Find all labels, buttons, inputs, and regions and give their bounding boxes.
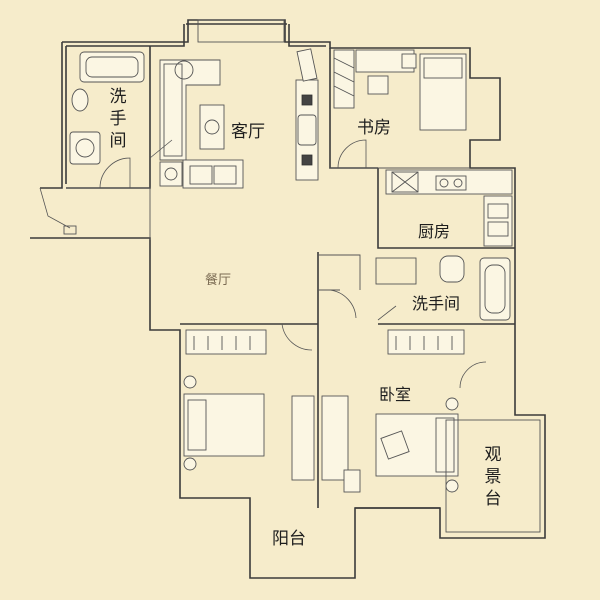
room-label-viewing-terrace: 观景台 — [484, 445, 502, 509]
bedroom-1-furniture — [183, 323, 315, 481]
outer-walls — [30, 19, 546, 579]
bathroom-2-fixtures — [318, 254, 511, 321]
interior-walls — [66, 46, 515, 509]
kitchen-fixtures — [385, 169, 513, 247]
study-furniture — [295, 48, 467, 181]
entry-details — [39, 187, 357, 319]
room-label-kitchen: 厨房 — [418, 222, 451, 241]
room-label-dining-room: 餐厅 — [205, 273, 232, 288]
bathroom-1-fixtures — [69, 51, 145, 189]
room-label-bathroom-1: 洗手间 — [109, 87, 127, 151]
room-label-study: 书房 — [357, 118, 391, 138]
room-label-bedroom: 卧室 — [379, 385, 412, 404]
bedroom-2-furniture — [321, 329, 541, 533]
room-label-balcony: 阳台 — [272, 529, 306, 549]
living-room-furniture — [149, 59, 244, 189]
room-label-bathroom-2: 洗手间 — [412, 294, 461, 313]
room-label-living-room: 客厅 — [231, 122, 265, 142]
